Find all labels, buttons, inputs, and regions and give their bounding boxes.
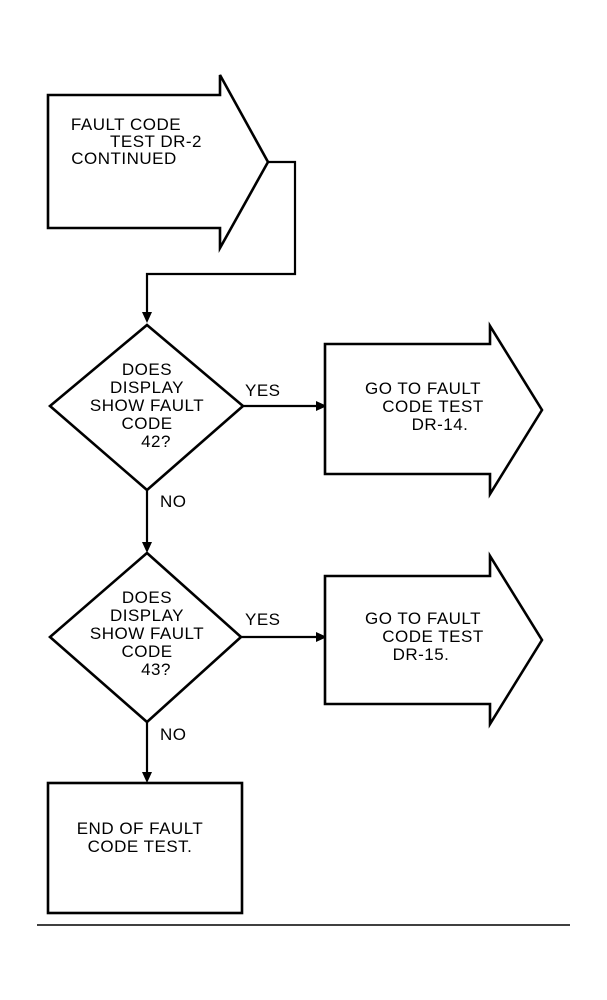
action1-text-line-2: CODE TEST — [382, 397, 483, 416]
arrowhead-action2 — [316, 632, 327, 642]
arrowhead-decision2 — [142, 542, 152, 553]
decision2-text-line-5: 43? — [141, 660, 171, 679]
end-box-node: END OF FAULT CODE TEST. — [46, 781, 244, 915]
end-text-line-1: END OF FAULT — [77, 819, 204, 838]
decision2-text-line-3: SHOW FAULT — [90, 624, 204, 643]
decision2-yes-label: YES — [245, 610, 281, 629]
decision1-node: DOES DISPLAY SHOW FAULT CODE 42? — [47, 323, 245, 492]
decision1-text-line-3: SHOW FAULT — [90, 396, 204, 415]
decision2-node: DOES DISPLAY SHOW FAULT CODE 43? — [48, 551, 243, 724]
decision1-text-line-4: CODE — [121, 414, 172, 433]
arrowhead-end — [142, 772, 152, 783]
arrowhead-action1 — [316, 401, 327, 411]
decision2-text-line-2: DISPLAY — [110, 606, 184, 625]
action2-text-line-1: GO TO FAULT — [365, 609, 481, 628]
decision1-text-line-1: DOES — [122, 360, 172, 379]
connector-start-to-decision1 — [145, 160, 297, 314]
start-arrow-node: FAULT CODE TEST DR-2 CONTINUED — [46, 74, 270, 253]
decision2-text-line-4: CODE — [121, 642, 172, 661]
end-text-line-2: CODE TEST. — [88, 837, 193, 856]
decision2-text-line-1: DOES — [122, 588, 172, 607]
action1-text-line-1: GO TO FAULT — [365, 379, 481, 398]
action1-arrow-node: GO TO FAULT CODE TEST DR-14. — [323, 321, 544, 499]
start-text-line-2: TEST DR-2 — [110, 132, 202, 151]
action2-text-line-2: CODE TEST — [382, 627, 483, 646]
action2-arrow-node: GO TO FAULT CODE TEST DR-15. — [323, 551, 544, 729]
decision1-no-label: NO — [160, 492, 187, 511]
decision2-no-label: NO — [160, 725, 187, 744]
decision1-text-line-5: 42? — [141, 432, 171, 451]
start-text-line-1: FAULT CODE — [71, 115, 181, 134]
action2-text-line-3: DR-15. — [393, 645, 450, 664]
arrowhead-decision1 — [142, 312, 152, 323]
decision1-yes-label: YES — [245, 381, 281, 400]
start-text-line-3: CONTINUED — [71, 149, 177, 168]
action1-text-line-3: DR-14. — [412, 415, 469, 434]
decision1-text-line-2: DISPLAY — [110, 378, 184, 397]
